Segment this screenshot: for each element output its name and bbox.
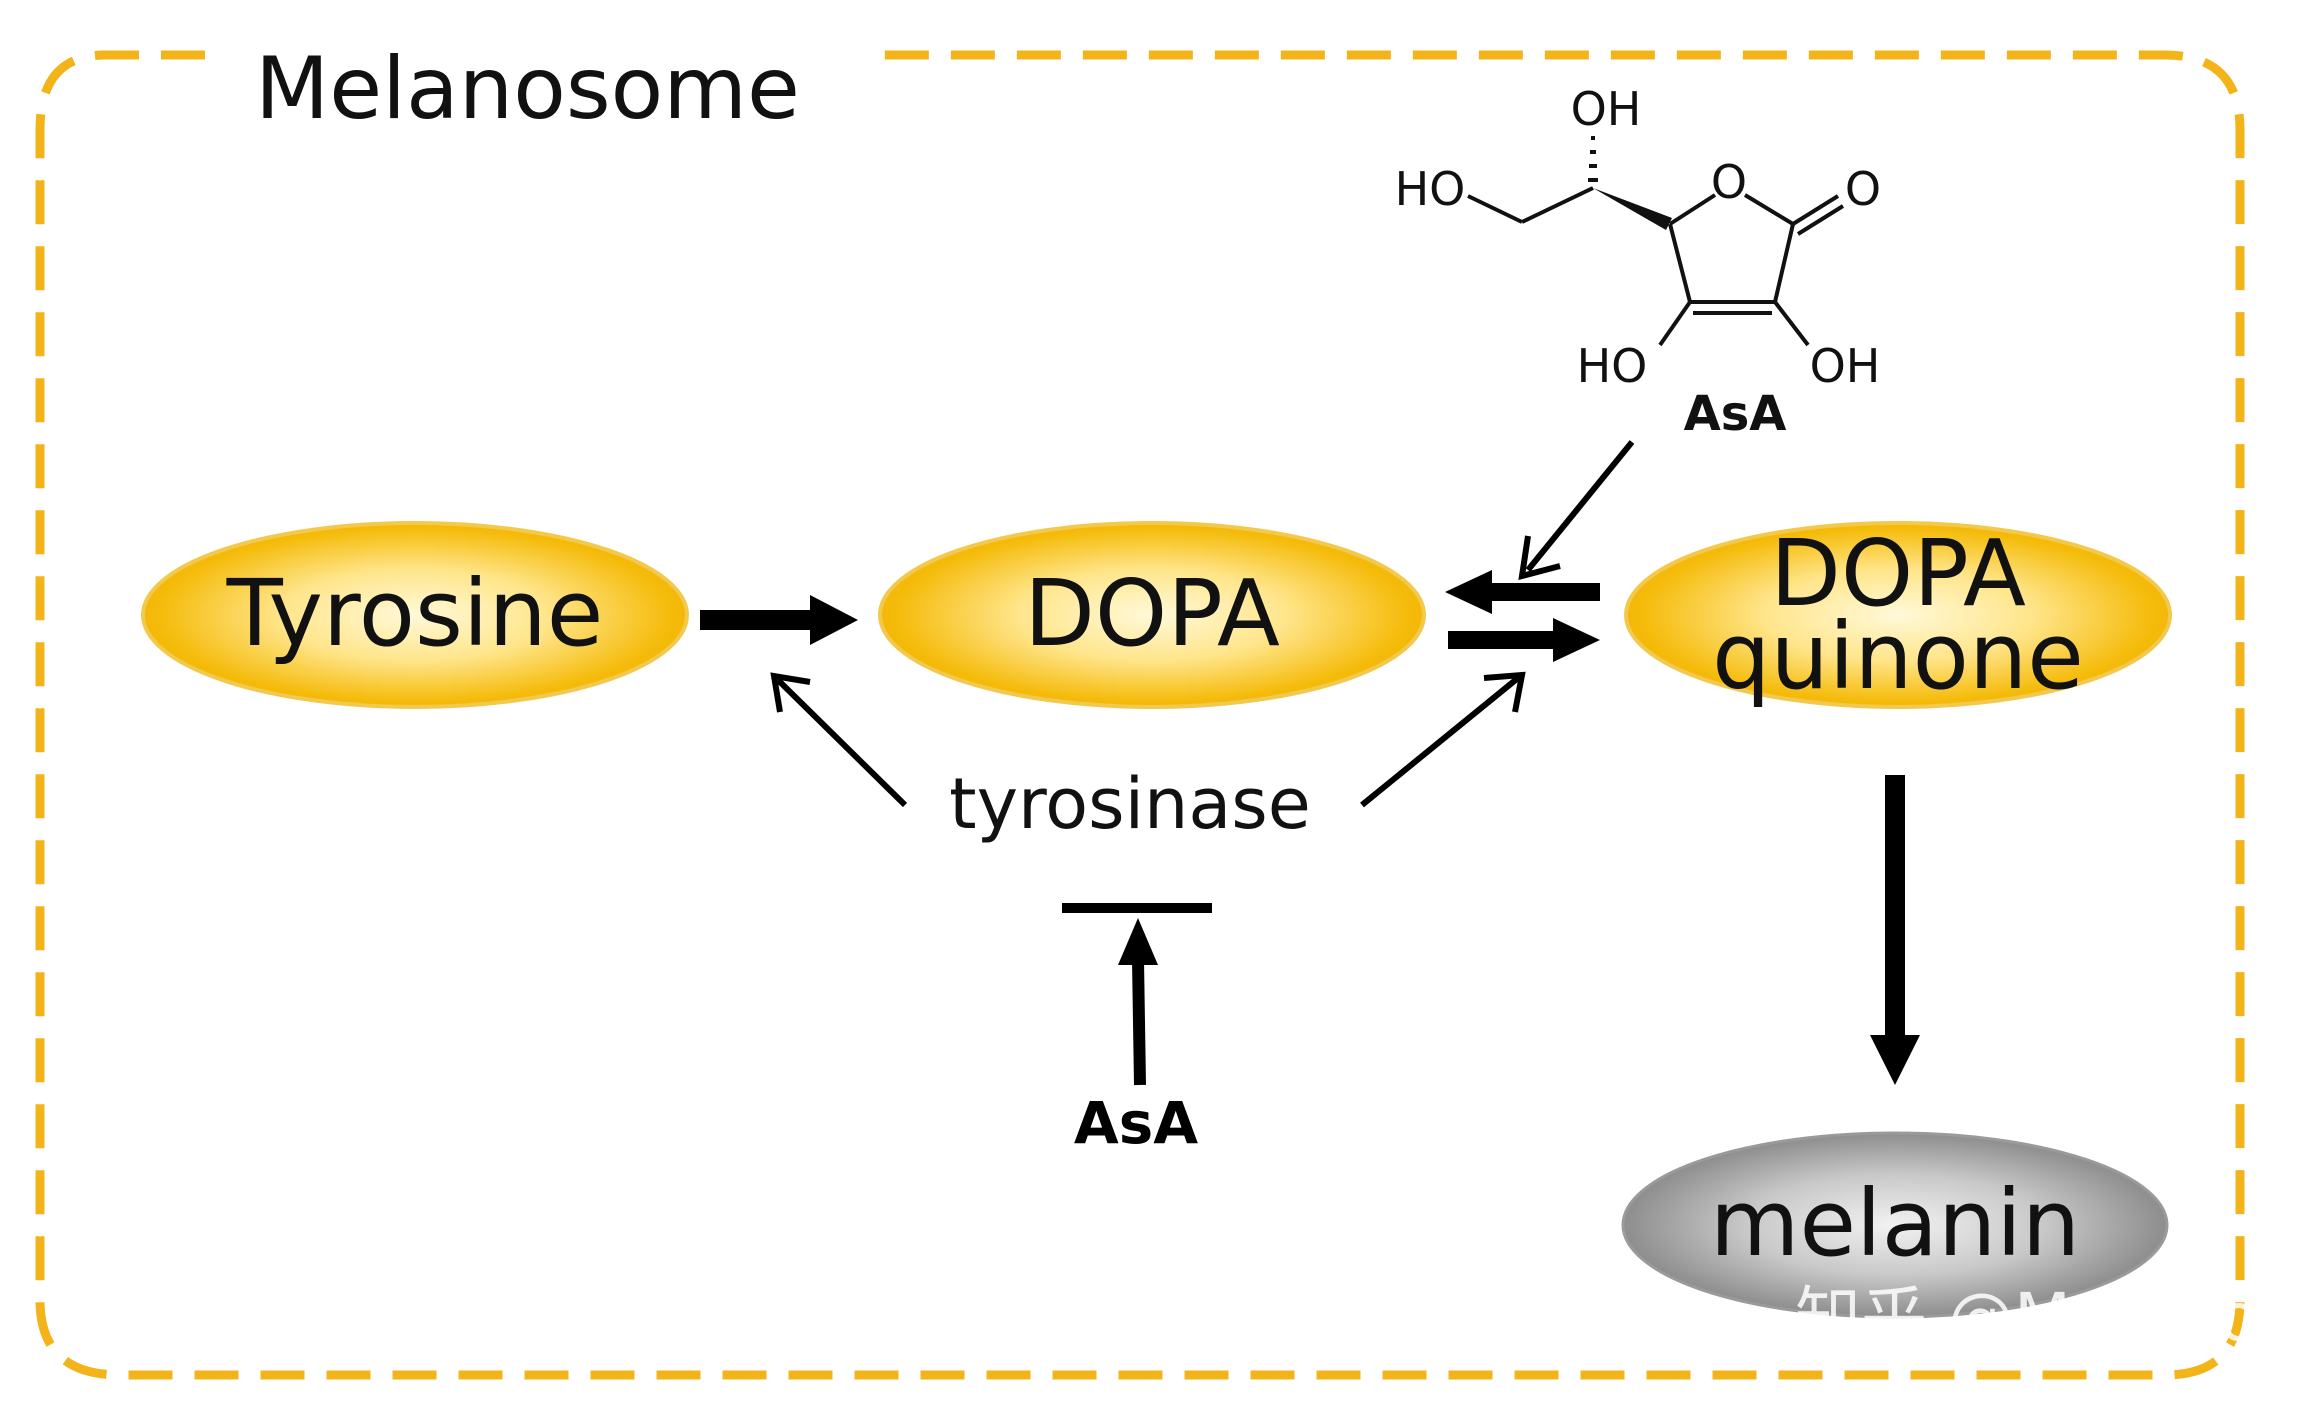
dopa-label: DOPA [1024,560,1280,667]
tyrosinase-label: tyrosinase [949,763,1311,845]
dopa-quinone-node: DOPA quinone [1624,520,2172,710]
tyrosinase-catalysis-arrow-left [770,672,908,808]
atom-carbonyl-o: O [1845,162,1881,216]
atom-ring-o: O [1711,155,1747,209]
tyrosine-node: Tyrosine [141,521,689,709]
atom-bottom-right-oh: OH [1810,339,1881,393]
compartment-title: Melanosome [255,39,800,139]
dopa-quinone-label-line2: quinone [1712,603,2084,710]
asa-inhibitor-label: AsA [1074,1089,1198,1157]
ascorbic-acid-structure: OH HO O O HO OH AsA [1395,82,1882,442]
watermark: 知乎 @Markgo [1795,1279,2259,1356]
melanin-label: melanin [1710,1170,2080,1277]
melanin-node: melanin [1621,1131,2169,1319]
atom-left-ho: HO [1395,162,1466,216]
tyrosine-label: Tyrosine [226,560,604,667]
dopa-node: DOPA [878,521,1426,709]
atom-top-oh: OH [1571,82,1642,136]
atom-bottom-left-ho: HO [1577,339,1648,393]
quinone-to-melanin-arrow [1870,775,1920,1085]
ascorbic-acid-label: AsA [1684,386,1787,442]
asa-reduction-arrow [1518,440,1635,581]
melanosome-compartment [35,50,2245,1380]
tyrosinase-catalysis-arrow-right [1360,671,1526,808]
equilibrium-arrows [1445,570,1600,662]
dopa-quinone-label-line1: DOPA [1770,520,2026,627]
asa-inhibition-symbol [1062,903,1212,1086]
tyrosine-to-dopa-arrow [700,595,858,645]
